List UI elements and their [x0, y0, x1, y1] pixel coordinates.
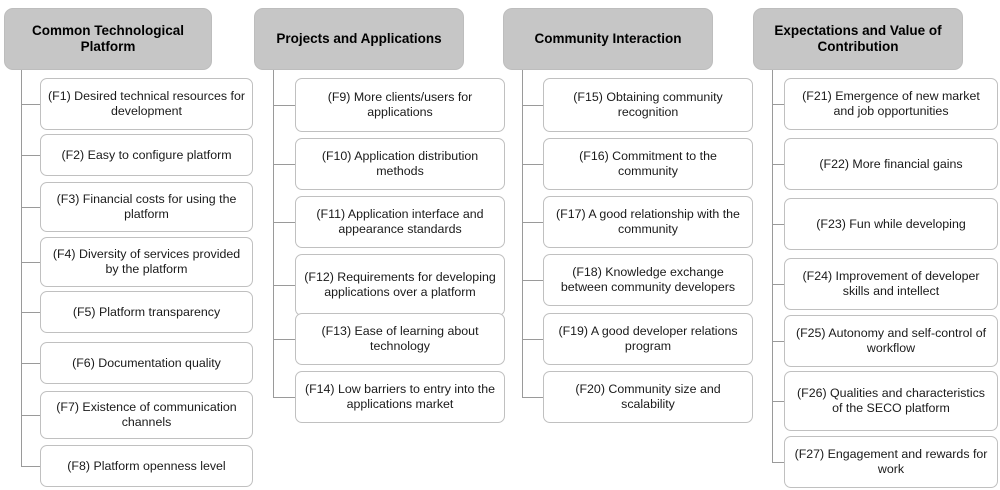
connector-stub-f6 — [21, 363, 40, 364]
connector-stub-f11 — [273, 222, 295, 223]
factor-box-f5[interactable]: (F5) Platform transparency — [40, 291, 253, 333]
factor-label-f20: (F20) Community size and scalability — [575, 382, 721, 411]
factor-box-f4[interactable]: (F4) Diversity of services provided by t… — [40, 237, 253, 287]
connector-stub-f10 — [273, 164, 295, 165]
factor-box-f27[interactable]: (F27) Engagement and rewards for work — [784, 436, 998, 488]
factor-label-f21: (F21) Emergence of new market and job op… — [802, 89, 980, 118]
factor-label-f26: (F26) Qualities and characteristics of t… — [797, 386, 985, 415]
connector-stub-f2 — [21, 155, 40, 156]
connector-stub-f18 — [522, 280, 543, 281]
connector-stub-f4 — [21, 262, 40, 263]
connector-trunk-community-interaction — [522, 70, 523, 397]
connector-stub-f14 — [273, 397, 295, 398]
connector-stub-f1 — [21, 104, 40, 105]
factor-box-f10[interactable]: (F10) Application distribution methods — [295, 138, 505, 190]
factor-box-f15[interactable]: (F15) Obtaining community recognition — [543, 78, 753, 132]
factor-label-f13: (F13) Ease of learning about technology — [321, 324, 479, 353]
factor-box-f3[interactable]: (F3) Financial costs for using the platf… — [40, 182, 253, 232]
connector-stub-f7 — [21, 415, 40, 416]
factor-box-f21[interactable]: (F21) Emergence of new market and job op… — [784, 78, 998, 130]
connector-stub-f9 — [273, 105, 295, 106]
factor-box-f12[interactable]: (F12) Requirements for developing applic… — [295, 254, 505, 316]
factor-box-f9[interactable]: (F9) More clients/users for applications — [295, 78, 505, 132]
factor-label-f10: (F10) Application distribution methods — [321, 149, 479, 178]
connector-stub-f3 — [21, 207, 40, 208]
factor-box-f14[interactable]: (F14) Low barriers to entry into the app… — [295, 371, 505, 423]
connector-stub-f25 — [772, 341, 784, 342]
factor-label-f25: (F25) Autonomy and self-control of workf… — [795, 326, 987, 355]
factor-label-f15: (F15) Obtaining community recognition — [573, 90, 723, 119]
factor-label-f8: (F8) Platform openness level — [67, 458, 226, 473]
factor-label-f3: (F3) Financial costs for using the platf… — [56, 192, 237, 221]
factor-box-f17[interactable]: (F17) A good relationship with the commu… — [543, 196, 753, 248]
factor-box-f25[interactable]: (F25) Autonomy and self-control of workf… — [784, 315, 998, 367]
factor-box-f13[interactable]: (F13) Ease of learning about technology — [295, 313, 505, 365]
connector-stub-f5 — [21, 312, 40, 313]
factor-box-f1[interactable]: (F1) Desired technical resources for dev… — [40, 78, 253, 130]
connector-stub-f20 — [522, 397, 543, 398]
factor-label-f1: (F1) Desired technical resources for dev… — [48, 89, 245, 118]
connector-stub-f19 — [522, 339, 543, 340]
factor-box-f11[interactable]: (F11) Application interface and appearan… — [295, 196, 505, 248]
connector-trunk-projects-and-applications — [273, 70, 274, 397]
factor-label-f11: (F11) Application interface and appearan… — [316, 207, 484, 236]
factor-label-f16: (F16) Commitment to the community — [579, 149, 717, 178]
factor-label-f12: (F12) Requirements for developing applic… — [304, 270, 496, 299]
connector-stub-f16 — [522, 164, 543, 165]
connector-stub-f13 — [273, 339, 295, 340]
connector-trunk-common-technological-platform — [21, 70, 22, 466]
factor-label-f27: (F27) Engagement and rewards for work — [794, 447, 988, 476]
factor-label-f7: (F7) Existence of communication channels — [56, 400, 237, 429]
connector-stub-f22 — [772, 164, 784, 165]
factor-label-f24: (F24) Improvement of developer skills an… — [802, 269, 980, 298]
connector-stub-f17 — [522, 222, 543, 223]
factor-label-f9: (F9) More clients/users for applications — [327, 90, 473, 119]
factor-box-f6[interactable]: (F6) Documentation quality — [40, 342, 253, 384]
connector-stub-f23 — [772, 224, 784, 225]
factor-label-f19: (F19) A good developer relations program — [558, 324, 738, 353]
connector-stub-f8 — [21, 466, 40, 467]
factor-label-f4: (F4) Diversity of services provided by t… — [52, 247, 241, 276]
factor-box-f16[interactable]: (F16) Commitment to the community — [543, 138, 753, 190]
connector-stub-f15 — [522, 105, 543, 106]
factor-box-f8[interactable]: (F8) Platform openness level — [40, 445, 253, 487]
factor-label-f6: (F6) Documentation quality — [72, 355, 221, 370]
factor-label-f18: (F18) Knowledge exchange between communi… — [560, 265, 736, 294]
category-header-common-technological-platform[interactable]: Common Technological Platform — [4, 8, 212, 70]
factor-box-f18[interactable]: (F18) Knowledge exchange between communi… — [543, 254, 753, 306]
category-header-expectations-and-value-of-contribution[interactable]: Expectations and Value of Contribution — [753, 8, 963, 70]
connector-stub-f12 — [273, 285, 295, 286]
category-header-community-interaction[interactable]: Community Interaction — [503, 8, 713, 70]
factor-box-f22[interactable]: (F22) More financial gains — [784, 138, 998, 190]
connector-stub-f21 — [772, 104, 784, 105]
factor-box-f26[interactable]: (F26) Qualities and characteristics of t… — [784, 371, 998, 431]
factor-box-f23[interactable]: (F23) Fun while developing — [784, 198, 998, 250]
factor-box-f20[interactable]: (F20) Community size and scalability — [543, 371, 753, 423]
category-header-projects-and-applications[interactable]: Projects and Applications — [254, 8, 464, 70]
connector-trunk-expectations-and-value-of-contribution — [772, 70, 773, 462]
factor-box-f2[interactable]: (F2) Easy to configure platform — [40, 134, 253, 176]
connector-stub-f27 — [772, 462, 784, 463]
factor-box-f24[interactable]: (F24) Improvement of developer skills an… — [784, 258, 998, 310]
factor-box-f19[interactable]: (F19) A good developer relations program — [543, 313, 753, 365]
factor-label-f23: (F23) Fun while developing — [816, 216, 966, 231]
connector-stub-f24 — [772, 284, 784, 285]
factor-box-f7[interactable]: (F7) Existence of communication channels — [40, 391, 253, 439]
factor-label-f14: (F14) Low barriers to entry into the app… — [304, 382, 496, 411]
factor-label-f2: (F2) Easy to configure platform — [61, 147, 232, 162]
factor-label-f22: (F22) More financial gains — [819, 156, 963, 171]
connector-stub-f26 — [772, 401, 784, 402]
factor-label-f17: (F17) A good relationship with the commu… — [556, 207, 740, 236]
factor-label-f5: (F5) Platform transparency — [72, 304, 221, 319]
